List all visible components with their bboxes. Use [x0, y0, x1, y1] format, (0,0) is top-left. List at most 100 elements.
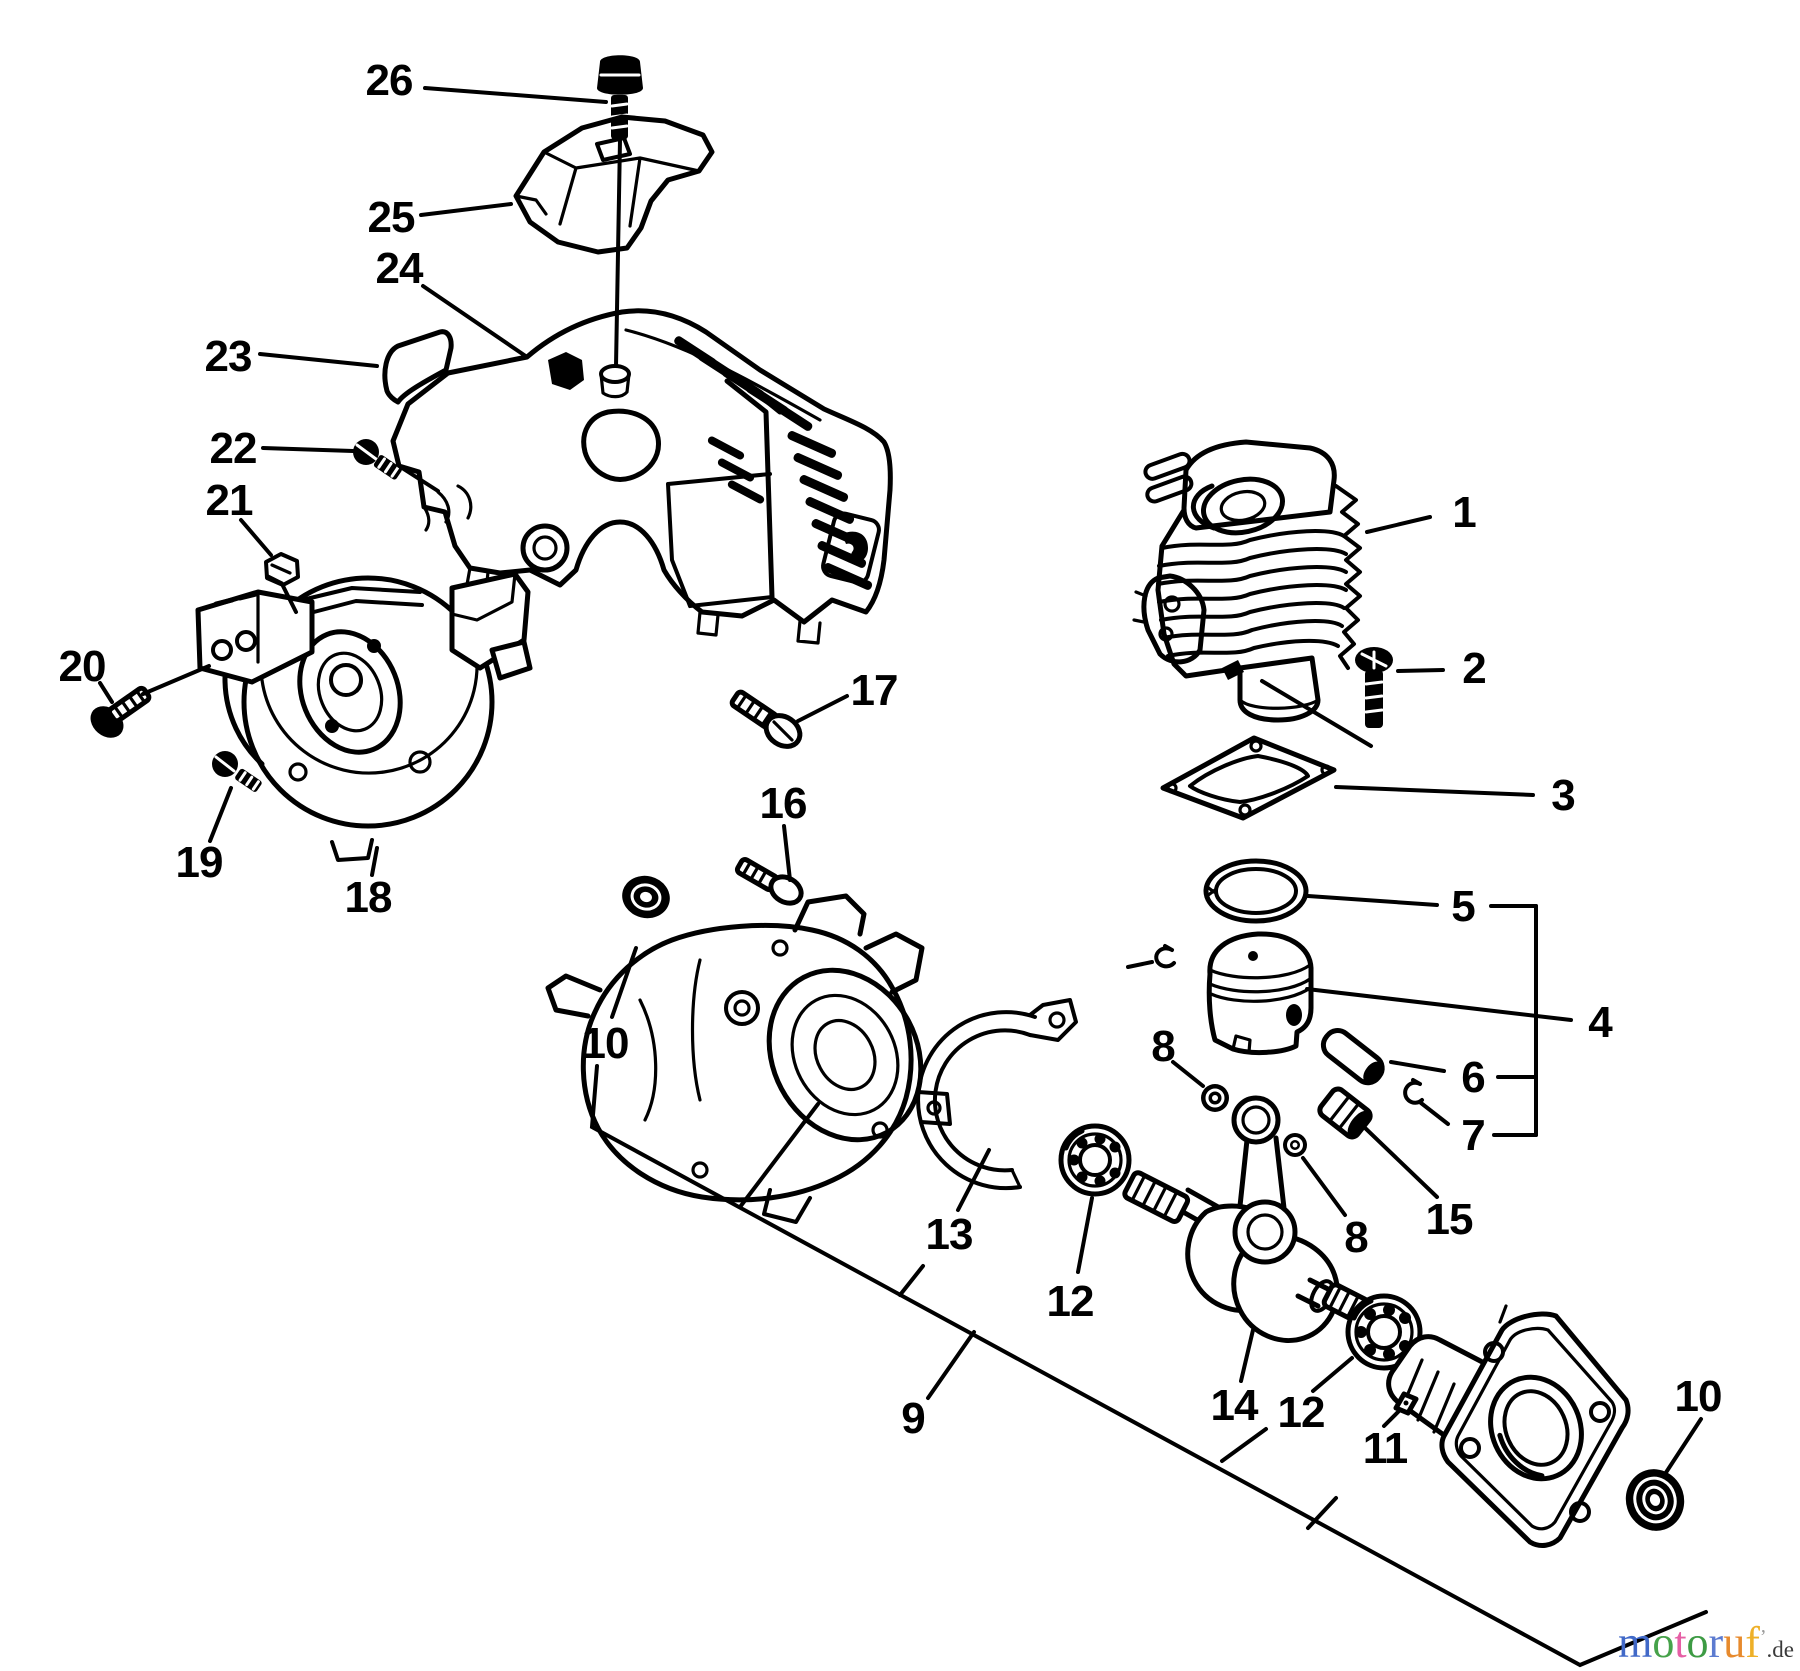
- crankcase-bolt-17: [729, 689, 803, 749]
- nut-21-insert-line: [281, 584, 298, 614]
- callout-12: 12: [1047, 1277, 1094, 1326]
- crankshaft-14: [1122, 1095, 1370, 1343]
- watermark-letter: f: [1745, 1618, 1760, 1667]
- watermark-letter: t: [1674, 1618, 1687, 1667]
- oil-seal-left-10: [622, 875, 670, 919]
- watermark-letter: o: [1686, 1618, 1709, 1667]
- callout-10: 10: [582, 1019, 629, 1068]
- leader-callout-8: [1171, 1060, 1205, 1088]
- crankcase-left-9: [545, 893, 925, 1224]
- callout-23: 23: [205, 332, 252, 381]
- leader-callout-18: [370, 846, 379, 877]
- callout-4: 4: [1588, 998, 1613, 1047]
- watermark-letter: o: [1652, 1618, 1675, 1667]
- leader-callout-25: [419, 202, 513, 217]
- callout-1: 1: [1452, 488, 1476, 537]
- callout-22: 22: [210, 424, 257, 473]
- leader-callout-12: [1311, 1356, 1354, 1393]
- leader-callout-4: [1305, 987, 1573, 1022]
- starter-recess: [821, 511, 881, 585]
- leader-callout-9: [926, 1330, 976, 1400]
- cylinder-bolt-2: [1355, 647, 1393, 728]
- crankcase-gasket-13: [916, 998, 1078, 1191]
- assembly-group-leader-tick2: [1306, 1496, 1338, 1530]
- watermark-letter: r: [1708, 1618, 1724, 1667]
- woodruff-key-11: [1393, 1391, 1419, 1416]
- callout-3: 3: [1551, 771, 1574, 820]
- muffler-cap: [520, 523, 570, 573]
- leader-callout-2: [1396, 668, 1445, 673]
- callout-12: 12: [1278, 1388, 1325, 1437]
- leader-callout-16: [782, 824, 792, 882]
- screw-26-axis-line: [614, 138, 622, 368]
- oil-seal-right-10: [1625, 1469, 1685, 1531]
- aux-lines-layer: [141, 138, 1708, 1668]
- leader-callout-24: [421, 284, 529, 359]
- callout-18: 18: [345, 873, 392, 922]
- leader-callout-12: [1076, 1196, 1094, 1274]
- cylinder-1: [1132, 439, 1362, 723]
- engine-cover-24: [390, 308, 893, 645]
- leader-callout-19: [208, 786, 233, 843]
- air-cleaner-cover-25: [513, 114, 715, 255]
- circlip-7b: [1403, 1078, 1424, 1105]
- pawl-bolt-19: [212, 751, 262, 792]
- watermark-motoruf-logo[interactable]: motoruf’.de: [1618, 1621, 1794, 1665]
- leader-callout-26: [423, 86, 608, 104]
- bolt-2-insert-line: [1260, 679, 1373, 748]
- leader-callout-15: [1361, 1124, 1439, 1199]
- fuel-cap: [599, 364, 631, 399]
- clip-7a-tail-line: [1126, 960, 1154, 969]
- crankcase-right-half: [1386, 1304, 1631, 1548]
- leader-callout-22: [261, 446, 355, 453]
- watermark-letter: u: [1723, 1618, 1746, 1667]
- ball-bearing-12b: [1345, 1293, 1423, 1371]
- callout-17: 17: [851, 666, 898, 715]
- callouts-layer: 1234567889101011121213141516171819202122…: [59, 56, 1722, 1476]
- leader-callout-23: [258, 352, 379, 368]
- screw-22-insert-line: [397, 464, 440, 493]
- leader-callout-8: [1301, 1156, 1347, 1217]
- callout-10: 10: [1675, 1372, 1722, 1421]
- leader-callout-14: [1239, 1328, 1255, 1383]
- parts-layer: [90, 55, 1685, 1548]
- callout-8: 8: [1344, 1213, 1368, 1262]
- decal-23: [382, 329, 454, 405]
- callout-2: 2: [1462, 644, 1485, 693]
- inner-vent-slats: [707, 436, 765, 504]
- callout-16: 16: [760, 779, 807, 828]
- thrust-washer-8a: [1201, 1084, 1229, 1112]
- assembly-group-leader-tick1: [1220, 1427, 1268, 1463]
- callout-7: 7: [1461, 1111, 1484, 1160]
- leader-callout-10: [1663, 1417, 1703, 1476]
- leader-callout-5: [1306, 894, 1439, 907]
- callout-9: 9: [901, 1394, 924, 1443]
- nut-21: [264, 552, 300, 587]
- callout-11: 11: [1363, 1424, 1408, 1473]
- flywheel-18: [222, 571, 533, 862]
- callout-19: 19: [176, 838, 223, 887]
- callout-15: 15: [1426, 1195, 1473, 1244]
- leader-callout-21: [239, 518, 273, 557]
- roof-vent-slats: [674, 336, 813, 431]
- leader-callout-10: [610, 946, 638, 1019]
- mount-bolt-20: [90, 685, 152, 738]
- callout-6: 6: [1461, 1053, 1484, 1102]
- assembly-group-leader: [589, 1064, 1708, 1668]
- leader-callout-20: [98, 681, 114, 704]
- wrist-pin-6: [1320, 1028, 1385, 1086]
- leader-callout-7: [1419, 1101, 1450, 1126]
- callout-21: 21: [206, 476, 253, 525]
- leader-callout-1: [1365, 515, 1432, 534]
- leader-callout-17: [796, 694, 849, 723]
- circlip-7a: [1154, 944, 1176, 969]
- watermark-letter: m: [1618, 1618, 1653, 1667]
- leader-callout-13: [956, 1148, 991, 1212]
- bolt-20-insert-line: [141, 664, 211, 696]
- watermark-tick: ’: [1759, 1626, 1767, 1648]
- callout-5: 5: [1451, 882, 1475, 931]
- leader-callout-11: [1382, 1408, 1402, 1428]
- ignition-module: [195, 589, 315, 685]
